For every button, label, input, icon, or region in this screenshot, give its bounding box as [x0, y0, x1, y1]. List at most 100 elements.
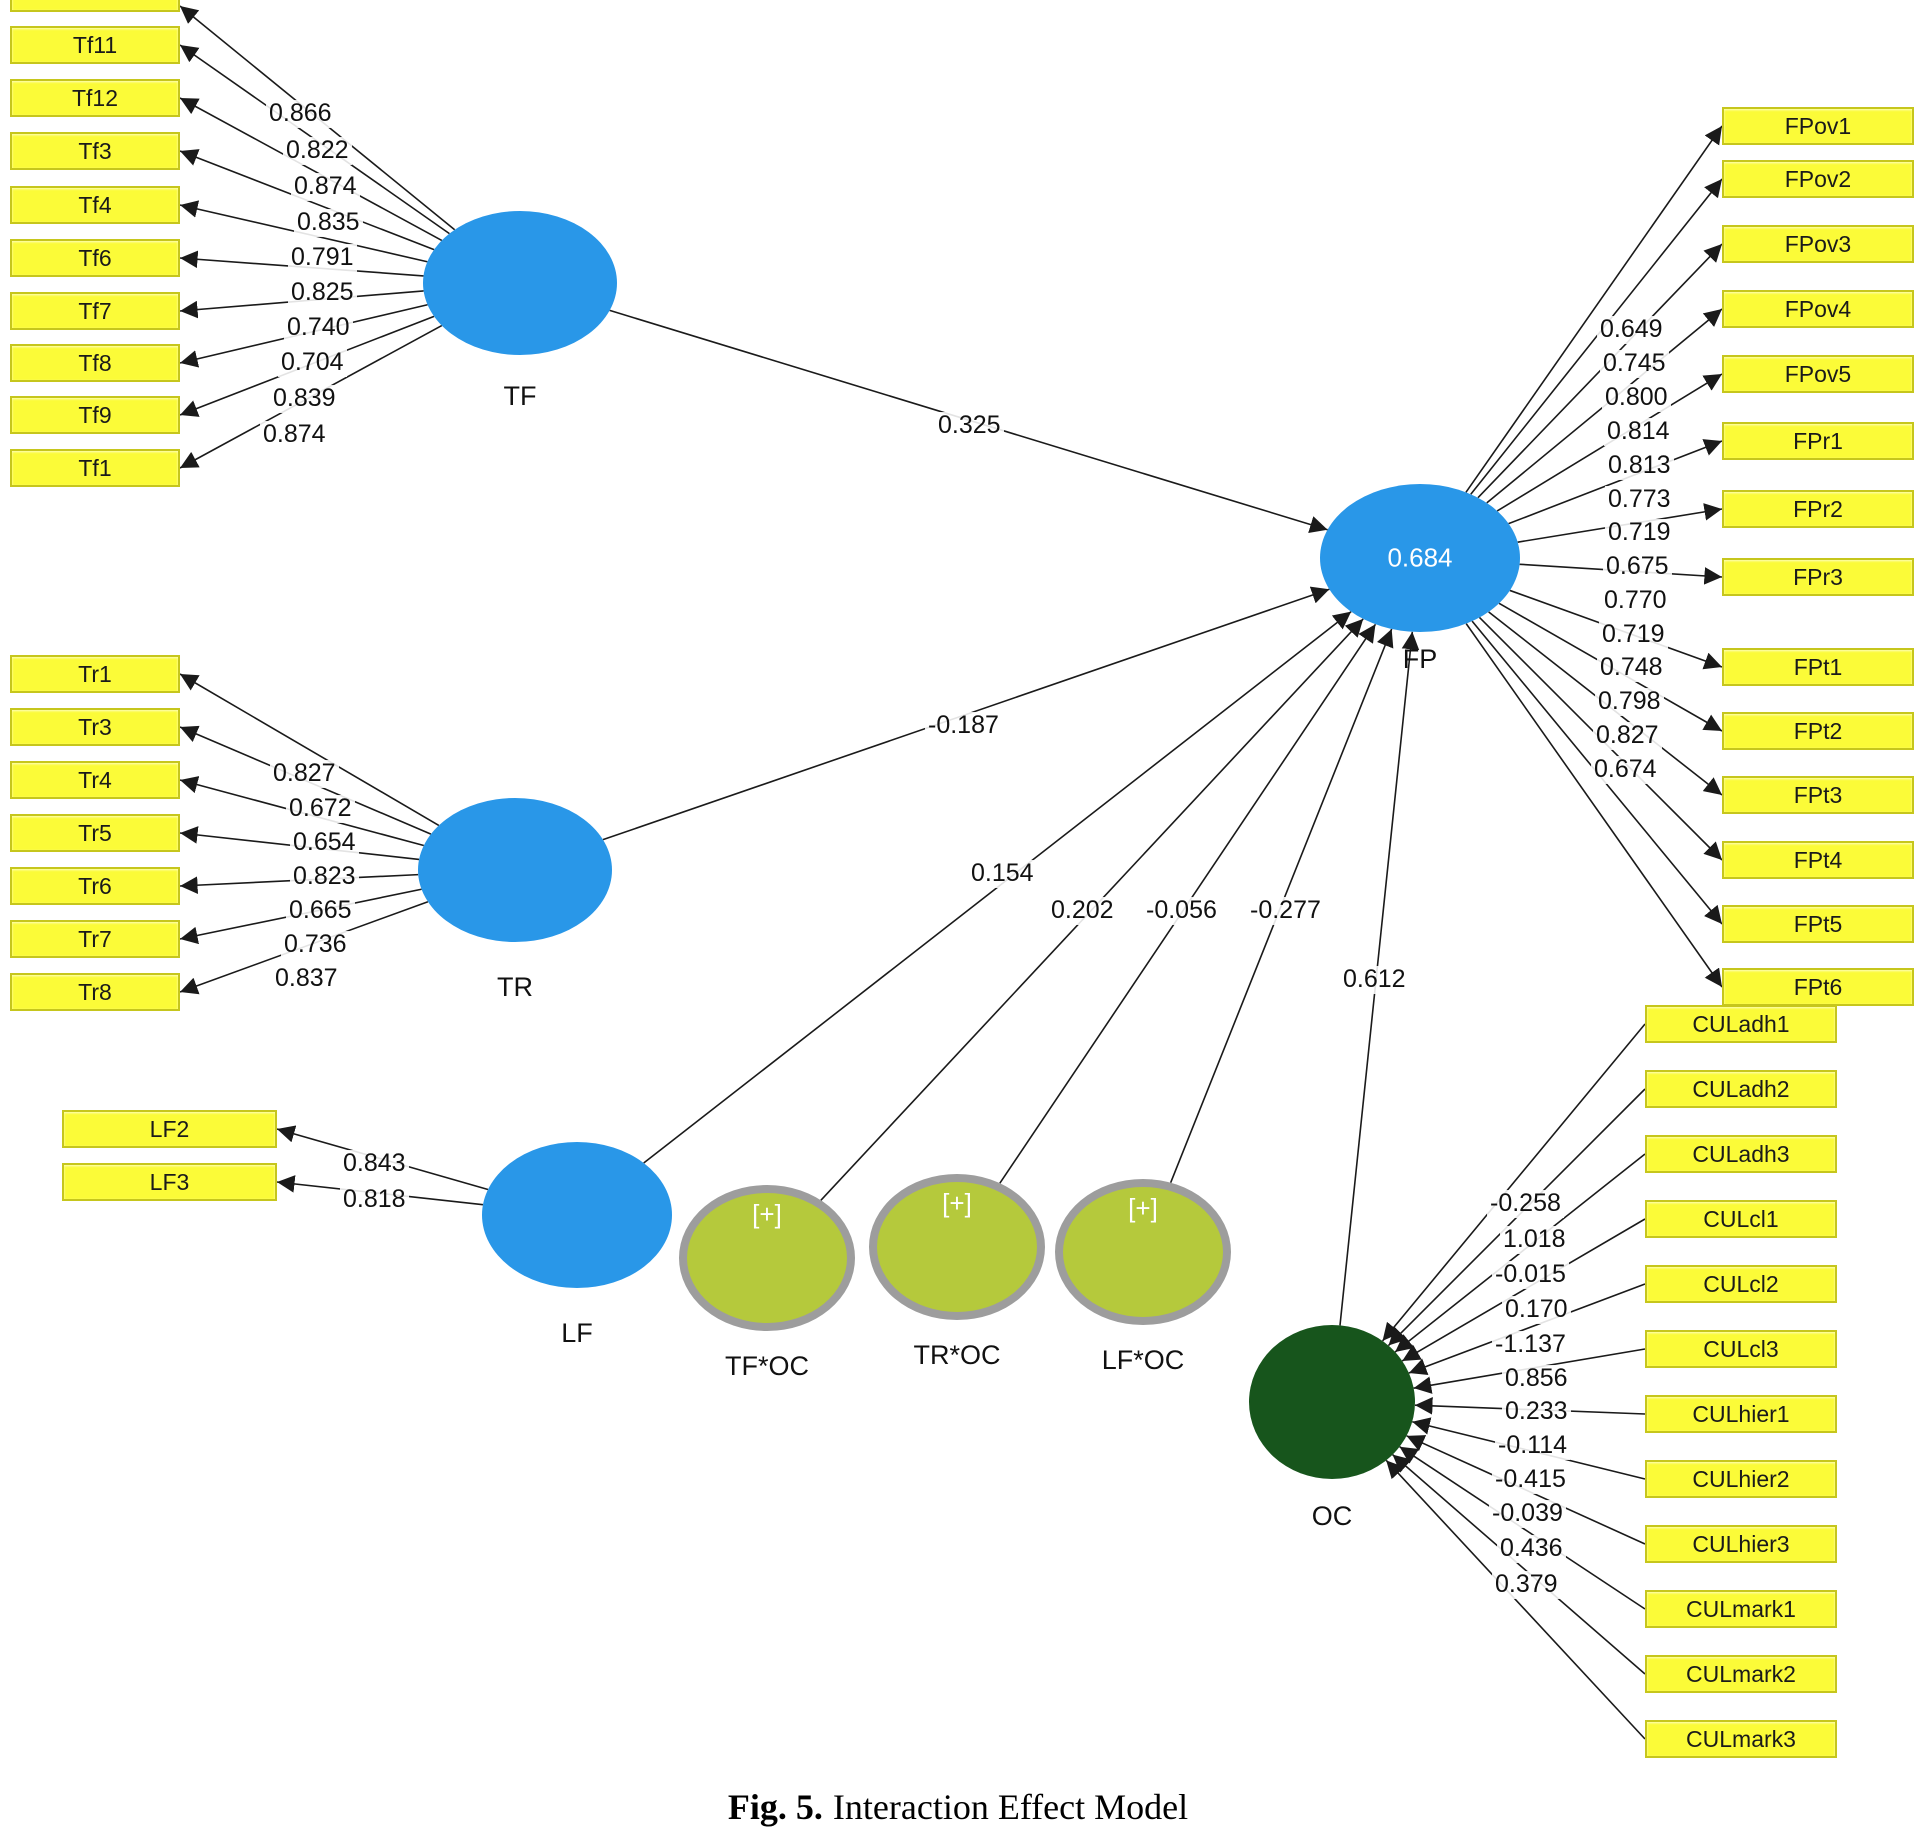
indicator-label: Tf9 — [78, 401, 112, 428]
loading-value: 0.233 — [1502, 1397, 1571, 1426]
indicator-label: CULadh1 — [1692, 1010, 1790, 1037]
indicator-label: Tf8 — [78, 349, 112, 376]
indicator-label: CULcl3 — [1703, 1335, 1779, 1362]
indicator-FPt6: FPt6 — [1722, 968, 1914, 1006]
indicator-label: FPr3 — [1793, 563, 1843, 590]
connector-arrow — [1470, 178, 1723, 495]
indicator-CULhier2: CULhier2 — [1645, 1460, 1837, 1498]
path-coefficient-LF-FP: 0.154 — [968, 859, 1037, 888]
construct-OC — [1249, 1325, 1415, 1479]
indicator-label: CULhier1 — [1692, 1400, 1790, 1427]
loading-value: 0.825 — [288, 278, 357, 307]
loading-value: 0.823 — [290, 862, 359, 891]
loading-value: 0.719 — [1605, 518, 1674, 547]
loading-value: 0.822 — [283, 136, 352, 165]
loading-value: 0.740 — [284, 313, 353, 342]
construct-label-TFOC: TF*OC — [725, 1351, 809, 1381]
loading-value: 0.843 — [340, 1149, 409, 1178]
indicator-FPt2: FPt2 — [1722, 712, 1914, 750]
path-coefficient-TF-FP: 0.325 — [935, 411, 1004, 440]
path-coefficient-TROC-FP: -0.056 — [1143, 896, 1220, 925]
indicator-CULmark2: CULmark2 — [1645, 1655, 1837, 1693]
loading-value: 0.674 — [1591, 755, 1660, 784]
indicator-label: CULhier2 — [1692, 1465, 1790, 1492]
loading-value: 0.773 — [1605, 485, 1674, 514]
construct-label-TF: TF — [503, 381, 537, 411]
indicator-FPov1: FPov1 — [1722, 107, 1914, 145]
indicator-label: CULmark2 — [1686, 1660, 1796, 1687]
connector-arrow — [1392, 1454, 1646, 1675]
indicator-Tf3: Tf3 — [10, 132, 180, 170]
figure-caption: Fig. 5.Interaction Effect Model — [0, 1786, 1916, 1828]
indicator-LF2: LF2 — [62, 1110, 277, 1148]
indicator-Tr6: Tr6 — [10, 867, 180, 905]
figure-number: Fig. 5. — [727, 1787, 823, 1827]
connector-arrow — [179, 673, 440, 827]
construct-label-TR: TR — [497, 972, 533, 1002]
loading-value: -0.415 — [1492, 1465, 1569, 1494]
loading-value: 0.874 — [291, 172, 360, 201]
indicator-FPr2: FPr2 — [1722, 490, 1914, 528]
indicator-CULhier3: CULhier3 — [1645, 1525, 1837, 1563]
indicator-CULmark3: CULmark3 — [1645, 1720, 1837, 1758]
loading-value: -0.114 — [1495, 1431, 1571, 1460]
indicator-CULcl2: CULcl2 — [1645, 1265, 1837, 1303]
indicator-label: Tr3 — [78, 713, 112, 740]
indicator-FPt1: FPt1 — [1722, 648, 1914, 686]
indicator-label: CULadh3 — [1692, 1140, 1790, 1167]
indicator-Tr5: Tr5 — [10, 814, 180, 852]
construct-TF — [423, 211, 617, 355]
indicator-Tf6: Tf6 — [10, 239, 180, 277]
connector-arrow — [179, 97, 443, 242]
indicator-label: FPt6 — [1793, 973, 1843, 1000]
indicator-FPov4: FPov4 — [1722, 290, 1914, 328]
indicator-label: FPr2 — [1793, 495, 1843, 522]
indicator-label: Tf4 — [78, 191, 112, 218]
connector-arrow — [1477, 243, 1723, 499]
path-coefficient-OC-FP: 0.612 — [1340, 965, 1409, 994]
loading-value: 0.654 — [290, 828, 359, 857]
indicator-FPr3: FPr3 — [1722, 558, 1914, 596]
indicator-label: FPov1 — [1784, 112, 1852, 139]
loading-value: 0.818 — [340, 1185, 409, 1214]
indicator-label: Tf11 — [72, 31, 118, 58]
indicator-FPov2: FPov2 — [1722, 160, 1914, 198]
loading-value: -0.039 — [1489, 1499, 1566, 1528]
indicator-label: FPov4 — [1784, 295, 1852, 322]
indicator-label: FPt1 — [1793, 653, 1843, 680]
indicator-label: FPt5 — [1793, 910, 1843, 937]
indicator-CULadh3: CULadh3 — [1645, 1135, 1837, 1173]
loading-value: 0.827 — [1593, 721, 1662, 750]
loading-value: 0.827 — [270, 759, 339, 788]
path-coefficient-TR-FP: -0.187 — [925, 711, 1002, 740]
indicator-CULcl3: CULcl3 — [1645, 1330, 1837, 1368]
construct-FP: 0.684 — [1320, 484, 1520, 632]
indicator-label: Tf1 — [78, 454, 112, 481]
loading-value: 0.672 — [286, 794, 355, 823]
indicator-label: Tr7 — [78, 925, 112, 952]
loading-value: 0.436 — [1497, 1534, 1566, 1563]
indicator-label: CULcl2 — [1703, 1270, 1779, 1297]
indicator-label: Tr5 — [78, 819, 112, 846]
indicator-Tr4: Tr4 — [10, 761, 180, 799]
indicator-Tf7: Tf7 — [10, 292, 180, 330]
connector-arrow — [1385, 1459, 1646, 1740]
indicator-CULhier1: CULhier1 — [1645, 1395, 1837, 1433]
indicator-label: FPt4 — [1793, 846, 1843, 873]
indicator-CULcl1: CULcl1 — [1645, 1200, 1837, 1238]
path-coefficient-LFOC-FP: -0.277 — [1247, 896, 1324, 925]
path-coefficient-TFOC-FP: 0.202 — [1048, 896, 1117, 925]
loading-value: 0.866 — [266, 99, 335, 128]
indicator-CULadh1: CULadh1 — [1645, 1005, 1837, 1043]
loading-value: 0.798 — [1595, 687, 1664, 716]
loading-value: 0.704 — [278, 348, 347, 377]
connector-arrow — [1401, 1218, 1646, 1362]
loading-value: 0.856 — [1502, 1364, 1571, 1393]
indicator-label: Tr1 — [78, 660, 112, 687]
loading-value: -1.137 — [1492, 1330, 1569, 1359]
indicator-CULmark1: CULmark1 — [1645, 1590, 1837, 1628]
connector-arrow — [1465, 125, 1723, 493]
indicator-label: CULadh2 — [1692, 1075, 1790, 1102]
indicator-label: FPov5 — [1784, 360, 1852, 387]
